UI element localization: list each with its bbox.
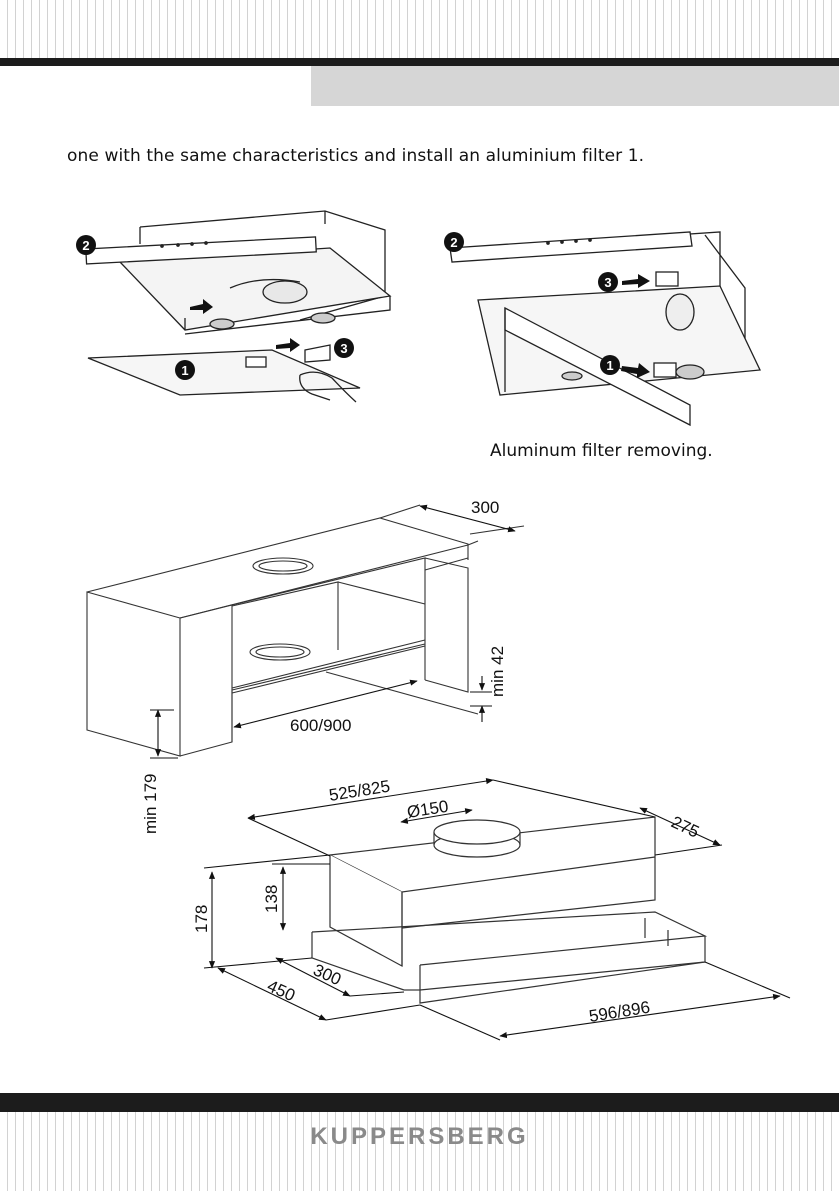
height-178-label: 178 [192, 905, 211, 933]
footer-stripe-pattern [0, 1112, 839, 1191]
depth-450-label: 450 [264, 976, 298, 1005]
callout-3-right: 3 [604, 275, 611, 290]
callout-1-right: 1 [606, 358, 613, 373]
figure-caption: Aluminum filter removing. [490, 441, 713, 461]
filter-removal-figure-right [449, 231, 761, 427]
depth-300-front-label: 300 [310, 960, 344, 989]
header-stripe-pattern [0, 0, 839, 58]
callout-3-left: 3 [340, 341, 347, 356]
callout-2-left: 2 [82, 238, 89, 253]
duct-150-label: Ø150 [406, 797, 450, 822]
height-138-label: 138 [262, 885, 281, 913]
depth-300-label: 300 [471, 498, 499, 517]
brand-logo: KUPPERSBERG [310, 1123, 529, 1150]
callout-badges-left: 2 1 3 [76, 235, 354, 380]
width-600-900-label: 600/900 [290, 716, 351, 735]
callout-2-right: 2 [450, 235, 457, 250]
arrow-icons-right [621, 274, 650, 378]
filter-removal-figure-left [85, 210, 392, 403]
header-bar [0, 58, 839, 66]
cabinet-dimension-lines [150, 504, 516, 759]
instruction-text: one with the same characteristics and in… [67, 146, 645, 166]
depth-275-label: 275 [668, 812, 702, 841]
footer-bar [0, 1093, 839, 1112]
callout-1-left: 1 [181, 363, 188, 378]
min-42-label: min 42 [488, 646, 507, 697]
arrow-icons-left [190, 299, 300, 352]
header-title-box [311, 66, 839, 106]
hood-dimensions-diagram [311, 816, 708, 1004]
min-179-label: min 179 [141, 774, 160, 834]
width-596-896-label: 596/896 [588, 998, 652, 1026]
hood-dimension-lines [203, 778, 791, 1041]
callout-badges-right: 2 3 1 [444, 232, 620, 375]
